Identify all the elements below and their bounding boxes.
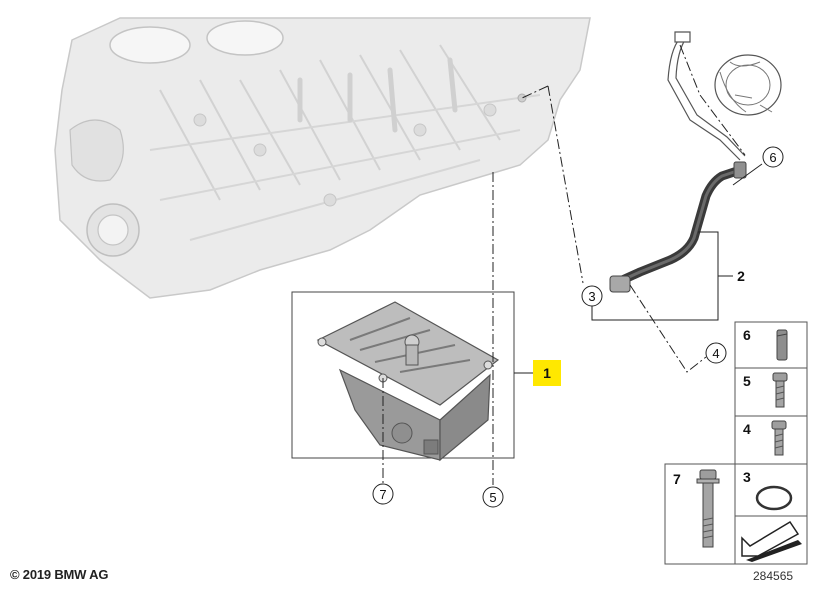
- callout-1[interactable]: 1: [533, 360, 561, 386]
- vacuum-pump-illustration: [667, 31, 782, 161]
- oil-pan-illustration: [316, 301, 500, 462]
- callout-6-circle: [762, 146, 784, 168]
- o-ring-icon: [755, 485, 793, 511]
- parts-grid: [664, 321, 808, 565]
- callout-3[interactable]: 3: [581, 285, 603, 307]
- callout-6-label: 6: [769, 150, 776, 165]
- callout-3-label: 3: [588, 289, 595, 304]
- callout-5-label: 5: [489, 490, 496, 505]
- callout-1-label: 1: [543, 365, 551, 381]
- parts-grid-label-7: 7: [673, 471, 681, 487]
- callout-4[interactable]: 4: [705, 342, 727, 364]
- callout-5[interactable]: 5: [482, 486, 504, 508]
- parts-grid-cell-6[interactable]: [734, 321, 808, 369]
- bolt-icon: [771, 420, 787, 456]
- engine-block-illustration: [54, 17, 591, 299]
- parts-grid-label-5: 5: [743, 373, 751, 389]
- stud-icon: [776, 329, 788, 361]
- callout-1-highlight: [533, 360, 561, 386]
- parts-grid-cell-5[interactable]: [734, 367, 808, 417]
- callout-2[interactable]: 2: [737, 268, 745, 284]
- parts-grid-cell-3[interactable]: [734, 463, 808, 517]
- leader-lines: [382, 44, 763, 485]
- callout-4-circle: [705, 342, 727, 364]
- callout-6[interactable]: 6: [762, 146, 784, 168]
- hose-bracket: [591, 231, 719, 321]
- diagram-number: 284565: [753, 569, 794, 583]
- long-bolt-icon: [696, 469, 720, 548]
- callout-7[interactable]: 7: [372, 483, 394, 505]
- oil-return-hose-illustration: [609, 161, 747, 293]
- parts-grid-label-3: 3: [743, 469, 751, 485]
- callout-2-label: 2: [737, 268, 745, 284]
- callout-5-circle: [482, 486, 504, 508]
- callout-4-label: 4: [712, 346, 719, 361]
- parts-grid-label-4: 4: [743, 421, 751, 437]
- arrow-icon: [741, 520, 802, 562]
- bolt-icon: [772, 372, 788, 408]
- copyright-text: © 2019 BMW AG: [10, 567, 109, 582]
- callout-3-circle: [581, 285, 603, 307]
- callout-7-circle: [372, 483, 394, 505]
- parts-grid-label-6: 6: [743, 327, 751, 343]
- oil-pan-frame: [291, 291, 515, 459]
- callout-7-label: 7: [379, 487, 386, 502]
